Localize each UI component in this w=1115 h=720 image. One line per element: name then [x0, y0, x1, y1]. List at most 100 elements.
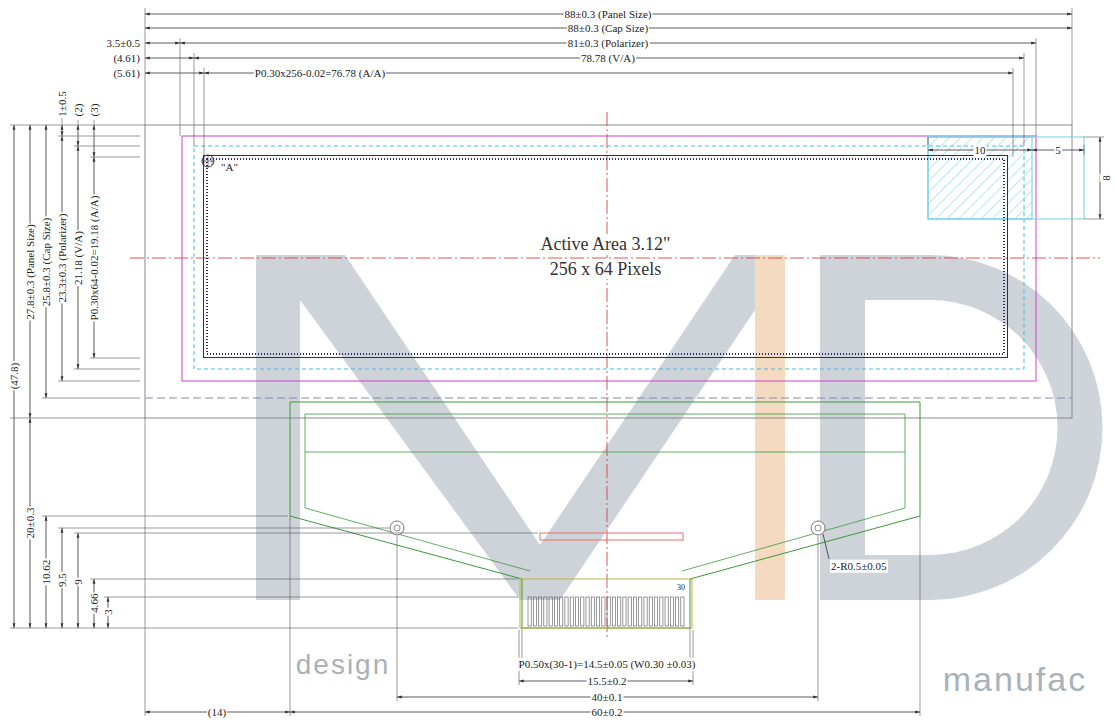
extension-line	[58, 528, 389, 529]
connector-pin	[591, 597, 594, 626]
connector-pin	[670, 597, 673, 626]
dimension-label: 5	[1054, 144, 1062, 157]
dimension-label: 10.62	[40, 559, 53, 586]
dimension-label: 60±0.2	[591, 705, 624, 718]
locating-hole	[811, 521, 825, 535]
dimension-label: 8	[1099, 174, 1112, 182]
leader-line	[823, 534, 829, 559]
extension-line	[1072, 8, 1073, 125]
connector-pin	[681, 597, 684, 626]
radius-callout: 2-R0.5±0.05	[830, 560, 888, 573]
connector-pin	[528, 597, 531, 626]
dimension-label: 88±0.3 (Panel Size)	[564, 8, 653, 21]
connector-pin	[623, 597, 626, 626]
extension-line	[1013, 68, 1014, 157]
connector-pin	[586, 597, 589, 626]
connector-pin	[581, 597, 584, 626]
pixel-grid-border	[204, 156, 1007, 357]
watermark-d	[820, 255, 1103, 600]
extension-line	[397, 536, 398, 701]
extension-line	[58, 136, 140, 137]
dimension-label: (47.8)	[8, 362, 21, 391]
dimension-label: 21.18 (V/A)	[72, 230, 85, 286]
dimension-label: (4.61)	[112, 52, 141, 65]
extension-line	[90, 358, 140, 359]
pin-number: 30	[676, 583, 686, 592]
pixel-grid-border	[207, 159, 1004, 354]
connector-pin	[575, 597, 578, 626]
dimension-label: 40±0.1	[591, 691, 624, 704]
locating-hole	[815, 525, 821, 531]
connector-outline	[520, 579, 692, 628]
extension-line	[78, 120, 79, 125]
dimension-label: 10	[974, 144, 987, 157]
extension-line	[818, 536, 819, 701]
polarizer-outline	[182, 136, 1036, 381]
dimension-label: P0.50x(30-1)=14.5±0.05 (W0.30 ±0.03)	[518, 658, 697, 671]
extension-line	[94, 120, 95, 125]
watermark-bar	[755, 255, 785, 600]
connector-pin	[565, 597, 568, 626]
dimension-line	[62, 125, 63, 136]
extension-line	[1024, 53, 1025, 146]
extension-line	[74, 533, 538, 534]
fpc-outline	[290, 402, 920, 628]
connector-pin	[612, 597, 615, 626]
locating-hole	[394, 525, 400, 531]
connector-pin	[628, 597, 631, 626]
connector-pin	[602, 597, 605, 626]
connector-pin	[539, 597, 542, 626]
hatched-zone	[928, 137, 1032, 219]
panel-outline	[145, 125, 1072, 418]
extension-line	[1084, 145, 1085, 155]
extension-line	[1084, 219, 1104, 220]
dimension-label: 81±0.3 (Polarizer)	[567, 37, 650, 50]
extension-line	[1084, 137, 1104, 138]
dimension-label: 3.5±0.5	[105, 37, 141, 50]
dimension-label: 27.8±0.3 (Panel Size)	[24, 223, 37, 320]
extension-line	[104, 597, 518, 598]
center-line	[607, 112, 608, 640]
extension-line	[145, 8, 146, 125]
resolution-text: 256 x 64 Pixels	[548, 259, 664, 280]
connector-pin	[654, 597, 657, 626]
extension-line	[180, 38, 181, 136]
dimension-label: 20±0.3	[24, 507, 37, 540]
extension-line	[290, 516, 291, 716]
dimension-label: 9.5	[56, 572, 69, 588]
extension-line	[204, 68, 205, 157]
dimension-label: 78.78 (V/A)	[580, 52, 636, 65]
dimension-label: P0.30x256-0.02=76.78 (A/A)	[254, 67, 386, 80]
connector-pin	[676, 597, 679, 626]
connector-pin	[554, 597, 557, 626]
extension-line	[10, 418, 145, 419]
extension-line	[90, 579, 518, 580]
extension-line	[145, 418, 146, 716]
watermark-text: manufac	[942, 662, 1088, 698]
fpc-inner-outline	[305, 414, 905, 571]
connector-pin	[633, 597, 636, 626]
active-area-box: Active Area 3.12"256 x 64 Pixels	[203, 155, 1008, 358]
dimension-label: (2)	[72, 103, 85, 118]
connector-pin	[533, 597, 536, 626]
dimension-label: 1±0.5	[56, 90, 69, 117]
cap-edge-line	[145, 398, 1072, 399]
extension-line	[42, 398, 140, 399]
component-outline	[540, 533, 683, 540]
dimension-label: 25.8±0.3 (Cap Size)	[40, 217, 53, 308]
dimension-label: (3)	[88, 103, 101, 118]
dimension-line	[145, 73, 204, 74]
viewing-area-outline	[194, 146, 1024, 369]
detail-marker-label: "A"	[220, 161, 239, 174]
dimension-label: 3	[102, 608, 115, 616]
dimension-label: 23.3±0.3 (Polarizer)	[56, 213, 69, 304]
dimension-line	[145, 43, 180, 44]
extension-line	[10, 628, 518, 629]
connector-pin	[544, 597, 547, 626]
dimension-label: 88±0.3 (Cap Size)	[567, 22, 649, 35]
extension-line	[10, 125, 145, 126]
connector-pin	[644, 597, 647, 626]
connector-pin	[618, 597, 621, 626]
